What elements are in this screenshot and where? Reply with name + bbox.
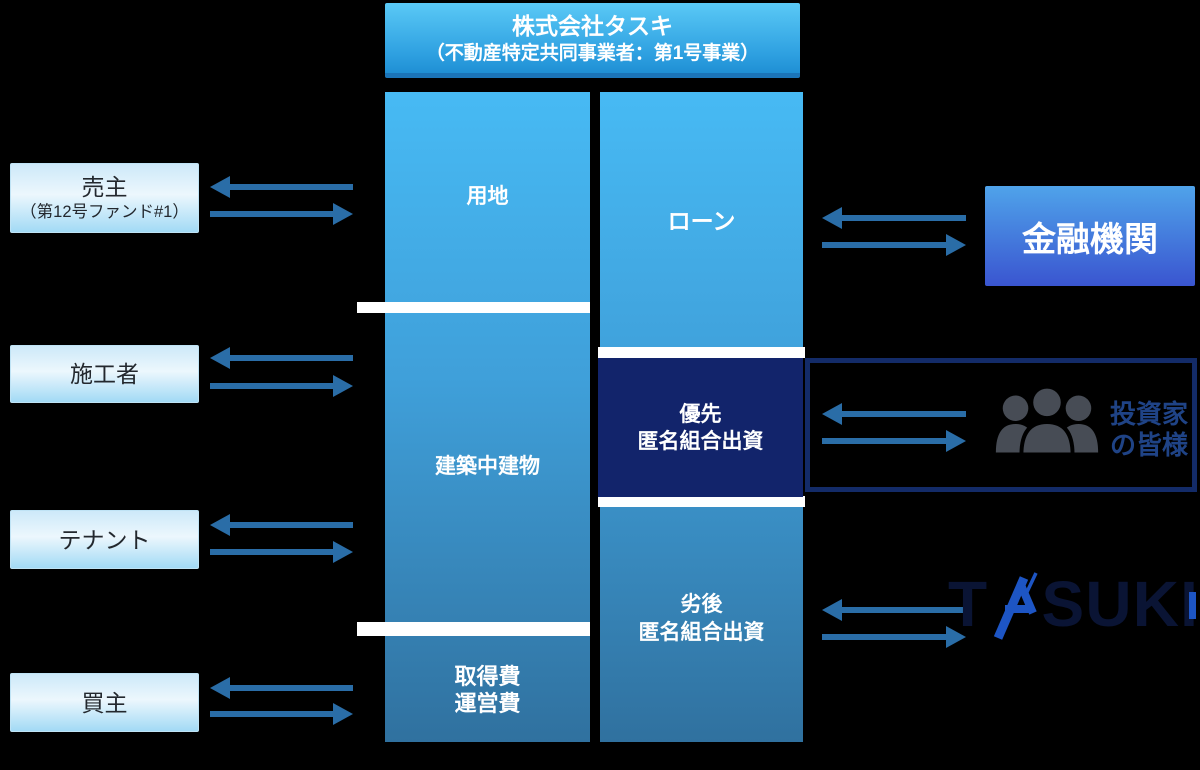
investors-box: 投資家の皆様 [805,358,1197,492]
divider-bar [357,302,590,313]
arrow-right-icon [822,626,966,648]
arrow-left-icon [822,403,966,425]
arrow-right-icon [822,430,966,452]
arrow-left-icon [822,207,966,229]
priority-line1: 優先 [679,402,722,426]
divider-bar [357,622,590,636]
company-subtitle: （不動産特定共同事業者：第1号事業） [425,42,760,64]
tenant-label: テナント [58,526,151,553]
arrow-right-icon [210,203,353,225]
logo-letter: T [948,568,988,640]
arrow-left-icon [822,599,966,621]
junior-line1: 劣後 [680,593,723,616]
section-label-costs: 取得費運営費 [385,663,590,717]
section-label-land: 用地 [466,185,509,208]
seller-label: 売主 [81,174,128,200]
investors-line2: の皆様 [1110,430,1189,460]
logo-accent-bar [1189,592,1196,619]
company-header: 株式会社タスキ （不動産特定共同事業者：第1号事業） [385,3,800,78]
divider-bar [598,347,805,358]
contractor-label: 施工者 [70,361,139,387]
company-name: 株式会社タスキ [512,12,673,39]
arrow-left-icon [210,677,353,699]
divider-bar [598,496,805,507]
arrow-right-icon [822,234,966,256]
tasuki-a-icon [994,572,1038,640]
party-box-tenant: テナント [10,510,199,569]
section-label-building: 建築中建物 [435,455,540,478]
party-box-buyer: 買主 [10,673,199,732]
bank-box: 金融機関 [985,186,1195,286]
logo-letter: S [1041,568,1085,640]
investors-line1: 投資家 [1110,399,1189,429]
investors-label: 投資家の皆様 [1110,399,1188,461]
section-priority-investment: 優先 匿名組合出資 [598,358,803,497]
costs-line2: 運営費 [454,691,521,716]
arrow-right-icon [210,541,353,563]
arrow-left-icon [210,514,353,536]
priority-line2: 匿名組合出資 [637,429,764,453]
arrow-right-icon [210,375,353,397]
buyer-label: 買主 [81,689,128,716]
seller-sublabel: （第12号ファンド#1） [20,203,189,221]
tasuki-logo: T S U K I [948,572,1198,652]
arrow-left-icon [210,176,353,198]
arrow-right-icon [210,703,353,725]
junior-line2: 匿名組合出資 [638,621,765,644]
party-box-contractor: 施工者 [10,345,199,403]
logo-letter: U [1085,568,1132,640]
section-label-junior: 劣後匿名組合出資 [600,591,803,647]
party-box-seller: 売主 （第12号ファンド#1） [10,163,199,233]
bank-label: 金融機関 [1022,220,1158,259]
section-label-loan: ローン [667,208,736,234]
costs-line1: 取得費 [454,664,521,689]
logo-letter: K [1132,568,1179,640]
people-group-icon [995,385,1099,457]
arrow-left-icon [210,347,353,369]
